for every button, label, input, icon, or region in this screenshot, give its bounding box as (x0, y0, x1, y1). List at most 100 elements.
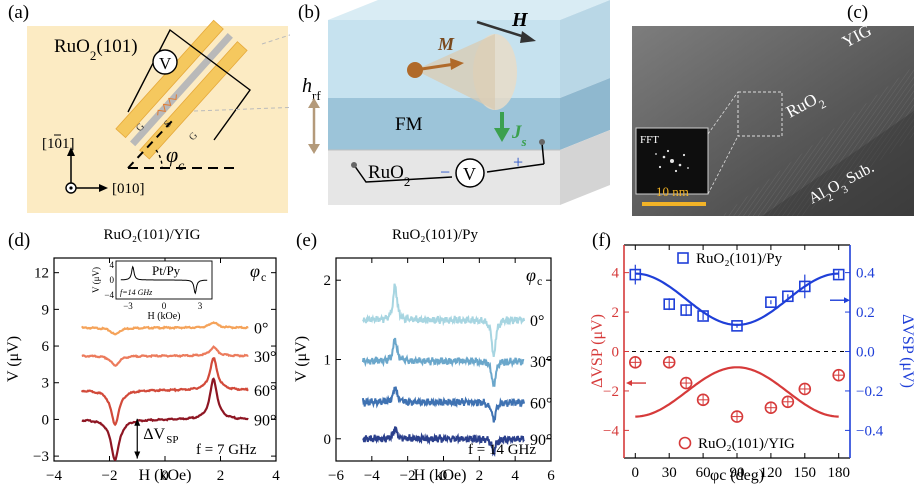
panel-a-schematic: RuO2(101) G S G V φc [101] [010] (27, 19, 290, 213)
chart-f-legend-yig: RuO₂(101)/YIG (698, 436, 795, 452)
chart-d-delta-label: ΔV (143, 426, 165, 443)
chart-e-legend-2: 60° (530, 395, 552, 412)
electrode-s (130, 33, 233, 147)
chart-d-inset-label: Pt/Py (152, 263, 181, 278)
chart-d-ytick-label: 12 (34, 266, 49, 282)
chart-f-point-py (680, 304, 692, 316)
chart-e-xtick-label: 0 (440, 468, 448, 484)
chart-f-arrow-left-head (626, 380, 632, 387)
panel-f-label: (f) (592, 230, 611, 251)
scale-bar-label: 10 nm (656, 184, 689, 199)
chart-e-series-2 (361, 386, 526, 423)
chart-e-legend-0: 0° (530, 313, 544, 330)
panel-e-label: (e) (296, 230, 318, 251)
panel-b-schematic: M H hrf FM RuO2 Js V − + (302, 0, 610, 205)
chart-d-series-3 (81, 377, 249, 462)
chart-d-legend-header-sub: c (261, 270, 266, 284)
electrode-axis (127, 120, 173, 169)
voltmeter-wire (127, 28, 251, 141)
chart-d-delta-head-up (134, 418, 141, 426)
panel-a-label: (a) (8, 2, 30, 23)
chart-f-point-yig (696, 393, 710, 407)
electrode-g2 (139, 41, 248, 160)
chart-f-point-py (663, 298, 675, 310)
fm-label: FM (395, 114, 423, 135)
chart-f-right-ytick-label: 0.0 (856, 345, 875, 361)
voltmeter-label: V (159, 54, 172, 73)
chart-d-inset-curve (120, 265, 208, 295)
chart-f-point-py (832, 268, 845, 281)
chart-f-xtick-label: 30 (662, 465, 677, 481)
chart-d-inset-freq: f=14 GHz (120, 288, 153, 297)
chart-d-ytick-label: 3 (42, 376, 50, 392)
chart-d-legend-header: φ (250, 261, 260, 281)
chart-f-point-yig (628, 356, 642, 369)
angle-arc (155, 149, 163, 169)
chart-f-legend-py-marker (677, 252, 689, 264)
chart-d-xtick-label: 2 (217, 468, 225, 484)
chart-d-delta-head-down (134, 451, 141, 459)
chart-e-xtick-label: −4 (364, 468, 380, 484)
chart-e-xtick-label: −2 (400, 468, 416, 484)
panel-a-title: RuO2(101) (54, 36, 138, 63)
chart-d-inset-ylabel: V (μV) (91, 267, 101, 293)
voltmeter-b (455, 158, 485, 188)
chart-f-left-ytick-label: −4 (603, 423, 619, 439)
chart-e-annotation: f = 14 GHz (468, 442, 536, 458)
panel-b-label: (b) (298, 2, 321, 23)
axis-x-label: [010] (112, 181, 145, 197)
chart-f-point-yig (781, 395, 795, 409)
chart-d-inset-ytick: −4 (104, 290, 114, 300)
chart-d-legend-2: 60° (254, 383, 276, 400)
chart-f-xtick-label: 150 (794, 465, 817, 481)
chart-f-right-ytick-label: −0.4 (856, 423, 884, 439)
chart-e-legend-3: 90° (530, 432, 552, 449)
chart-d-xtick-label: 0 (161, 468, 169, 484)
chart-d-ylabel: V (μV) (5, 336, 22, 382)
chart-d-inset-xtick: 3 (198, 301, 203, 311)
hrf-label: hrf (302, 75, 321, 103)
chart-f-fit-1 (635, 366, 839, 418)
chart-d-ytick-label: 6 (42, 339, 50, 355)
chart-e-series-1 (361, 337, 525, 388)
chart-d-series-0 (81, 321, 249, 336)
chart-d-inset-xlabel: H (kOe) (147, 311, 180, 322)
chart-f-point-yig (662, 356, 676, 369)
chart-f-left-ytick-label: 4 (612, 266, 620, 282)
chart-f-point-py (629, 268, 642, 281)
chart-f-left-ytick-label: −2 (603, 384, 619, 400)
waveguide-signal (157, 94, 177, 116)
chart-f-xtick-label: 60 (696, 465, 711, 481)
chart-d-xlabel: H (kOe) (139, 467, 192, 484)
spin-current-label: Js (511, 122, 527, 149)
chart-e-ytick-label: 2 (324, 273, 332, 289)
chart-e-xtick-label: 4 (511, 468, 519, 484)
chart-f-point-py (697, 310, 709, 322)
zoom-box (737, 91, 783, 137)
chart-e-ytick-label: 0 (324, 432, 332, 448)
chart-e-ylabel: V (μV) (293, 336, 310, 382)
chart-d-ytick-label: 9 (42, 302, 50, 318)
chart-f-left-ytick-label: 2 (612, 305, 620, 321)
chart-d-inset-ytick: 4 (110, 260, 115, 270)
chart-d-xtick-label: −4 (46, 468, 62, 484)
chart-f-xlabel: φc (deg) (710, 467, 764, 484)
chart-f-ylabel-right: ΔVSP (μV) (899, 314, 915, 388)
panel-d-label: (d) (8, 230, 31, 251)
fft-spots (655, 149, 689, 173)
chart-e-title: RuO₂(101)/Py (392, 227, 479, 243)
chart-f-point-yig (832, 368, 845, 382)
plus-sign: + (513, 152, 523, 172)
axis-y-label: [101] (42, 136, 75, 152)
chart-f-legend-yig-marker (678, 436, 692, 450)
chart-f-xtick-label: 90 (730, 465, 745, 481)
magnetization-label: M (437, 34, 455, 54)
chart-d-annotation: f = 7 GHz (196, 442, 257, 458)
chart-e-series-0 (362, 283, 526, 358)
chart-f-right-ytick-label: 0.2 (856, 305, 875, 321)
field-label: H (511, 9, 529, 31)
minus-sign: − (440, 162, 450, 182)
chart-d-ytick-label: 0 (42, 412, 50, 428)
